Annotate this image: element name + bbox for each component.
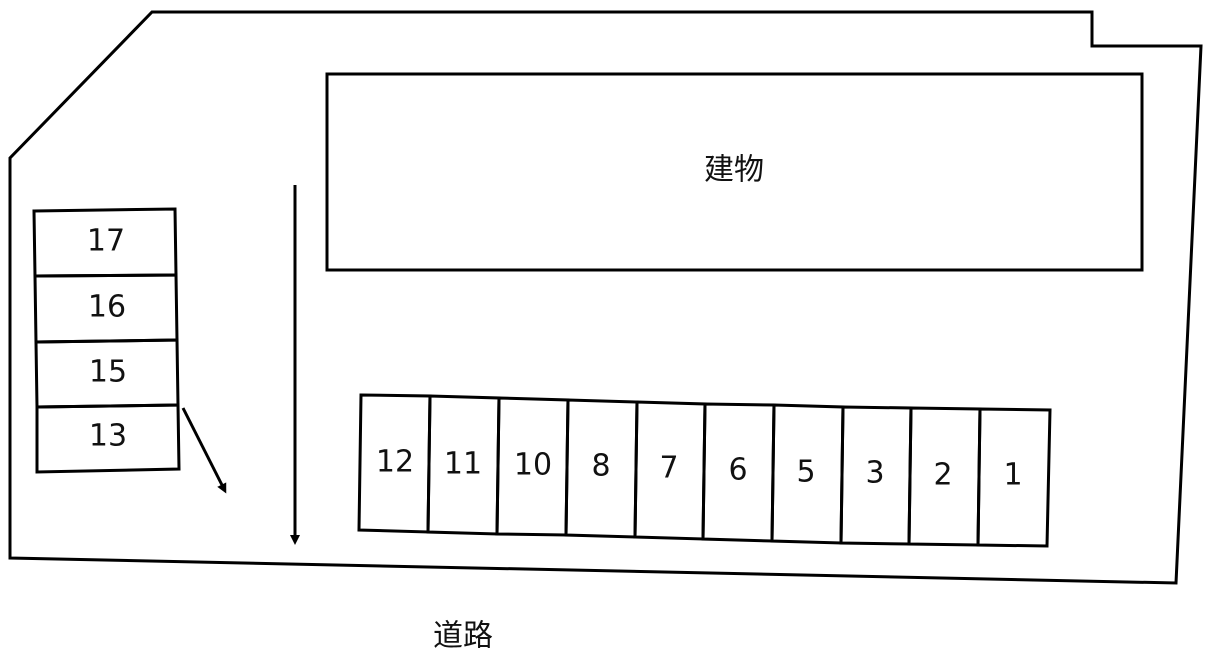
left-space-column: 17 16 15 13 — [32, 207, 181, 474]
space-label: 7 — [659, 451, 678, 486]
space-label: 3 — [865, 456, 884, 491]
space-label: 13 — [89, 419, 127, 454]
building-label: 建物 — [704, 153, 764, 188]
space-label: 15 — [89, 355, 127, 390]
parking-space-13 — [35, 403, 181, 474]
lot-boundary — [8, 10, 1203, 585]
space-label: 2 — [933, 458, 952, 493]
bottom-space-row: 12 11 10 8 7 6 5 3 2 1 — [357, 393, 1052, 548]
diagonal-flow-arrow — [181, 407, 227, 494]
road-label: 道路 — [433, 619, 493, 654]
space-label: 6 — [728, 453, 747, 488]
space-label: 8 — [591, 449, 610, 484]
space-label: 12 — [376, 445, 414, 480]
parking-space-1 — [976, 407, 1052, 548]
space-label: 17 — [87, 224, 125, 259]
space-label: 5 — [796, 455, 815, 490]
space-label: 16 — [88, 290, 126, 325]
space-label: 11 — [444, 447, 482, 482]
building: 建物 — [325, 72, 1144, 272]
space-label: 10 — [514, 448, 552, 483]
space-label: 1 — [1003, 458, 1022, 493]
